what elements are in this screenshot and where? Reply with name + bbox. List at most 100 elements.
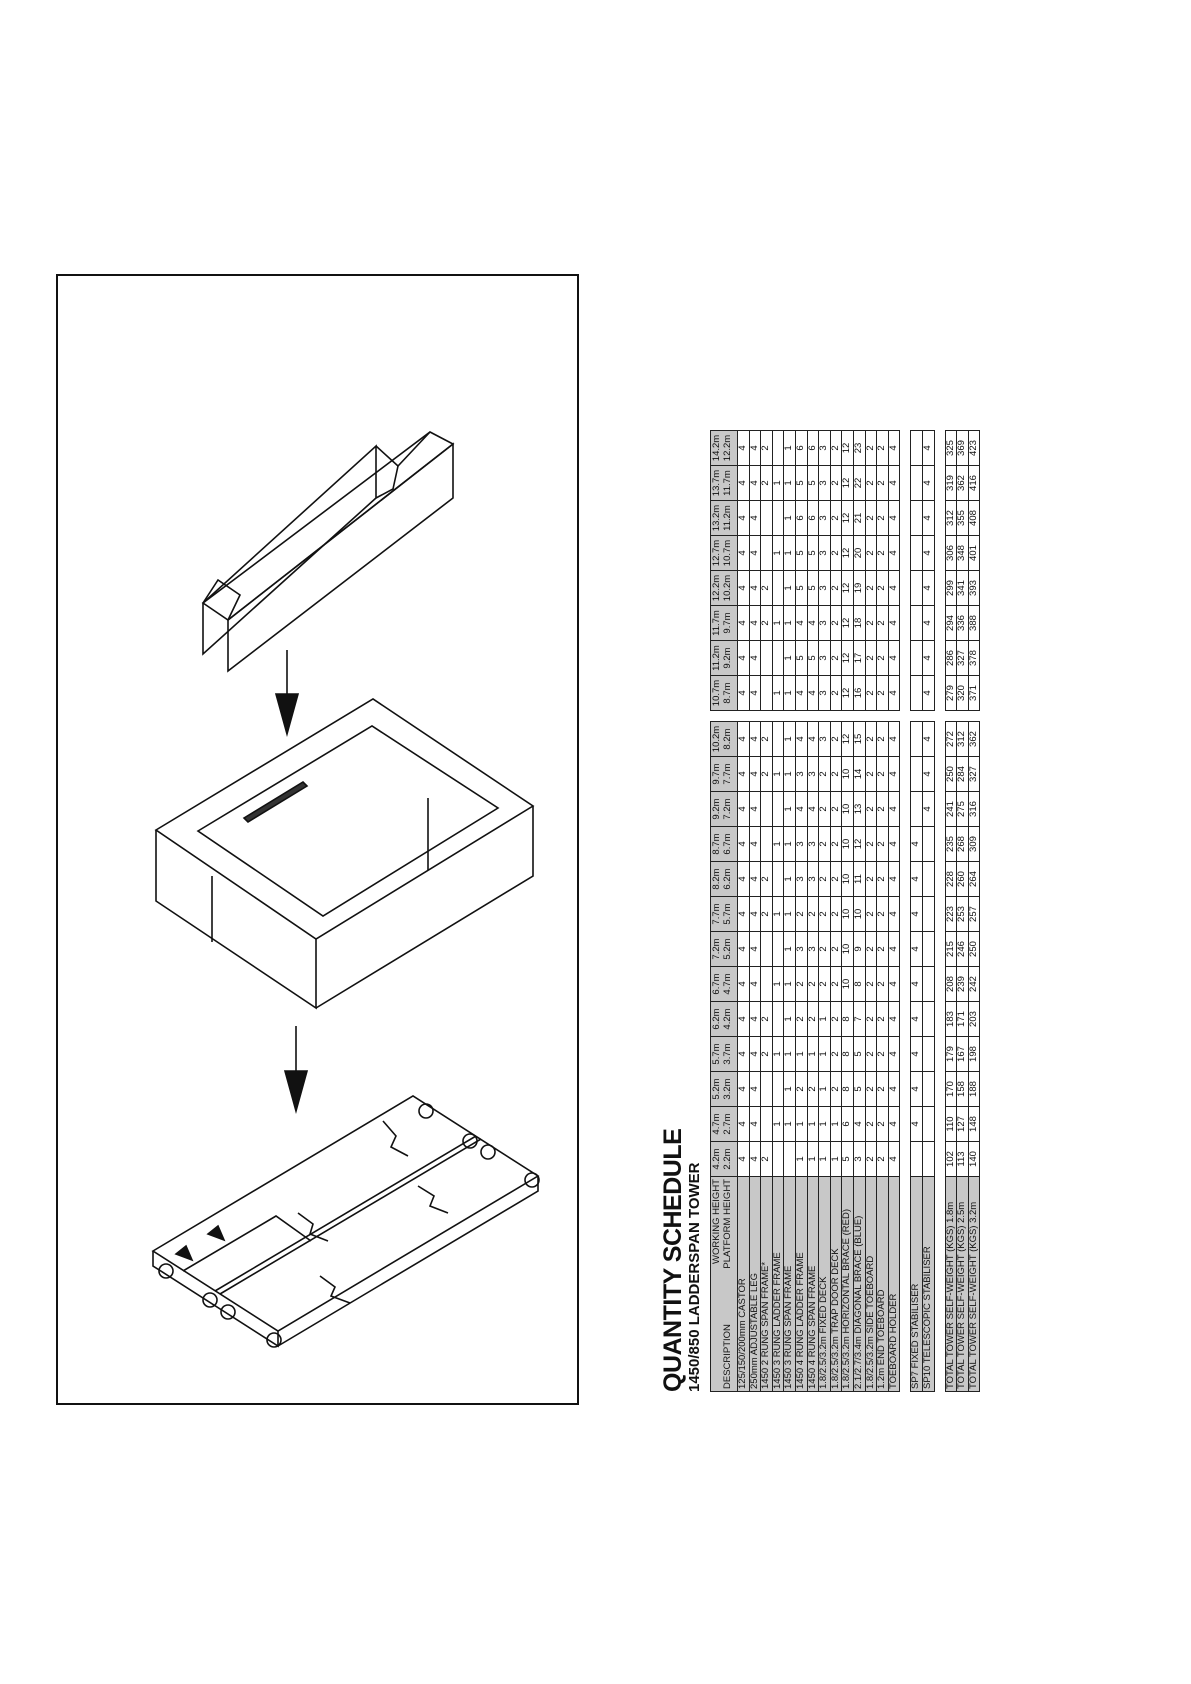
quantity-cell: 2 bbox=[807, 1071, 819, 1107]
gap-cell bbox=[934, 430, 945, 1392]
quantity-cell bbox=[922, 1106, 934, 1142]
quantity-cell: 1 bbox=[783, 570, 796, 606]
quantity-cell: 4 bbox=[888, 826, 900, 862]
quantity-cell: 2 bbox=[830, 1001, 842, 1037]
quantity-cell: 110 bbox=[945, 1106, 957, 1142]
quantity-cell: 4 bbox=[888, 640, 900, 676]
quantity-cell: 203 bbox=[968, 1001, 980, 1037]
quantity-cell: 4 bbox=[807, 605, 819, 641]
quantity-cell: 2 bbox=[865, 861, 877, 897]
quantity-cell: 2 bbox=[876, 931, 889, 967]
quantity-cell: 167 bbox=[956, 1036, 969, 1072]
row-description: 250mm ADJUSTABLE LEG bbox=[749, 1176, 761, 1392]
quantity-cell: 12 bbox=[841, 500, 854, 536]
quantity-cell bbox=[772, 721, 784, 757]
quantity-cell: 2 bbox=[760, 756, 773, 792]
platform-height-value: 9.2m bbox=[722, 647, 733, 669]
quantity-cell: 5 bbox=[853, 1071, 866, 1107]
quantity-cell: 2 bbox=[876, 570, 889, 606]
quantity-cell: 2 bbox=[876, 535, 889, 571]
platform-height-value: 8.2m bbox=[722, 728, 733, 750]
quantity-cell: 4 bbox=[749, 675, 761, 711]
quantity-cell: 246 bbox=[956, 931, 969, 967]
quantity-cell: 2 bbox=[865, 1001, 877, 1037]
quantity-cell: 4 bbox=[749, 1036, 761, 1072]
row-description: TOEBOARD HOLDER bbox=[888, 1176, 900, 1392]
gap-cell bbox=[899, 430, 911, 1392]
quantity-cell: 179 bbox=[945, 1036, 957, 1072]
quantity-cell: 4 bbox=[922, 570, 934, 606]
schedule-subtitle: 1450/850 LADDERSPAN TOWER bbox=[686, 1162, 703, 1392]
quantity-cell bbox=[910, 721, 923, 757]
quantity-cell: 4 bbox=[749, 931, 761, 967]
quantity-cell: 10 bbox=[841, 896, 854, 932]
quantity-cell: 3 bbox=[795, 861, 808, 897]
quantity-cell: 4 bbox=[922, 791, 934, 827]
working-height-value: 5.7m bbox=[711, 1043, 722, 1065]
quantity-cell: 2 bbox=[865, 1141, 877, 1177]
quantity-cell: 1 bbox=[783, 1106, 796, 1142]
quantity-cell: 2 bbox=[830, 1071, 842, 1107]
quantity-cell: 11 bbox=[853, 861, 866, 897]
quantity-cell: 257 bbox=[968, 896, 980, 932]
quantity-cell: 4 bbox=[922, 721, 934, 757]
quantity-cell: 1 bbox=[783, 675, 796, 711]
platform-height-value: 4.7m bbox=[722, 973, 733, 995]
column-gap bbox=[876, 710, 889, 722]
quantity-cell: 4 bbox=[749, 1106, 761, 1142]
quantity-cell: 4 bbox=[910, 896, 923, 932]
quantity-cell: 7 bbox=[853, 1001, 866, 1037]
quantity-cell: 2 bbox=[865, 1036, 877, 1072]
working-height-value: 14.2m bbox=[711, 434, 722, 462]
row-description: TOTAL TOWER SELF-WEIGHT (KGS) 1.8m bbox=[945, 1176, 957, 1392]
quantity-cell: 12 bbox=[841, 535, 854, 571]
column-gap bbox=[807, 710, 819, 722]
quantity-cell: 8 bbox=[841, 1036, 854, 1072]
quantity-cell: 348 bbox=[956, 535, 969, 571]
quantity-cell: 2 bbox=[818, 896, 831, 932]
row-description: 125/150/200mm CASTOR bbox=[737, 1176, 750, 1392]
working-height-value: 11.7m bbox=[711, 610, 722, 636]
quantity-cell: 2 bbox=[818, 861, 831, 897]
platform-height-value: 4.2m bbox=[722, 1008, 733, 1030]
quantity-cell: 4 bbox=[888, 535, 900, 571]
quantity-cell: 416 bbox=[968, 465, 980, 501]
quantity-cell: 4 bbox=[749, 966, 761, 1002]
quantity-schedule: QUANTITY SCHEDULE 1450/850 LADDERSPAN TO… bbox=[659, 292, 1148, 1392]
quantity-cell bbox=[772, 640, 784, 676]
quantity-cell: 4 bbox=[749, 896, 761, 932]
quantity-cell: 4 bbox=[749, 605, 761, 641]
quantity-cell: 279 bbox=[945, 675, 957, 711]
quantity-cell: 4 bbox=[888, 1036, 900, 1072]
quantity-cell: 1 bbox=[772, 465, 784, 501]
quantity-cell: 3 bbox=[818, 605, 831, 641]
quantity-cell bbox=[922, 1001, 934, 1037]
quantity-cell: 401 bbox=[968, 535, 980, 571]
quantity-cell: 2 bbox=[830, 535, 842, 571]
quantity-cell: 171 bbox=[956, 1001, 969, 1037]
quantity-cell: 4 bbox=[737, 535, 750, 571]
quantity-cell: 2 bbox=[830, 570, 842, 606]
quantity-cell: 4 bbox=[922, 535, 934, 571]
column-gap bbox=[737, 710, 750, 722]
quantity-cell: 4 bbox=[737, 826, 750, 862]
platform-height-value: 12.2m bbox=[722, 434, 733, 462]
quantity-cell: 1 bbox=[783, 931, 796, 967]
quantity-cell: 3 bbox=[795, 826, 808, 862]
quantity-cell: 2 bbox=[830, 721, 842, 757]
column-gap bbox=[968, 710, 980, 722]
quantity-cell: 253 bbox=[956, 896, 969, 932]
quantity-cell: 320 bbox=[956, 675, 969, 711]
quantity-cell: 4 bbox=[910, 1106, 923, 1142]
quantity-cell: 371 bbox=[968, 675, 980, 711]
row-description: 1.8/2.5/3.2m FIXED DECK bbox=[818, 1176, 831, 1392]
quantity-cell: 3 bbox=[818, 500, 831, 536]
